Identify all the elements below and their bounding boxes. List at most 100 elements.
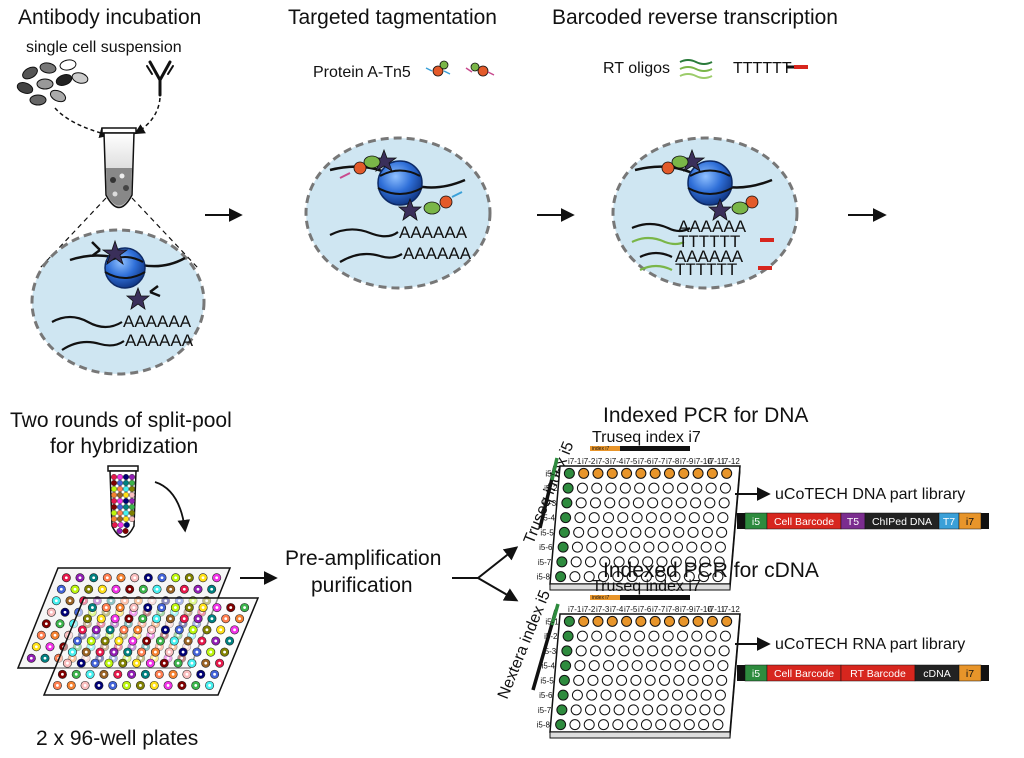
step3-title: Barcoded reverse transcription (552, 6, 838, 29)
well (630, 674, 642, 686)
well (599, 556, 611, 568)
well (663, 467, 675, 479)
well (657, 541, 669, 553)
well (714, 541, 726, 553)
row-label: i5-2 (544, 632, 558, 641)
cell-3: AAAAAA TTTTTT AAAAAA TTTTTT (611, 136, 799, 290)
well (703, 512, 715, 524)
index-i7-bar-2: index i7 (590, 595, 690, 601)
library-segment: i5 (744, 512, 768, 530)
well (600, 541, 612, 553)
column-label: i7-8 (666, 605, 680, 614)
well (583, 571, 595, 583)
well (560, 660, 572, 672)
split-pool-title-2: for hybridization (50, 435, 198, 458)
well (619, 482, 631, 494)
well (588, 512, 600, 524)
well (617, 512, 629, 524)
well (677, 482, 689, 494)
well (661, 497, 673, 509)
svg-text:T5: T5 (847, 516, 859, 528)
well (589, 497, 601, 509)
well (712, 719, 724, 731)
index-i7-tag: index i7 (592, 595, 609, 601)
row-label: i5-7 (538, 558, 552, 567)
column-label: i7-9 (680, 457, 694, 466)
row-label: i5-8 (537, 573, 551, 582)
column-label: i7-12 (722, 605, 740, 614)
well (649, 615, 661, 627)
well (647, 645, 659, 657)
svg-text:i7: i7 (966, 516, 974, 528)
svg-text:ChIPed DNA: ChIPed DNA (872, 516, 932, 528)
row-label: i5-3 (543, 499, 557, 508)
row-label: i5-1 (545, 469, 559, 478)
well (686, 541, 698, 553)
well (575, 497, 587, 509)
well (575, 645, 587, 657)
column-label: i7-11 (708, 605, 726, 614)
library-segment: cDNA (914, 664, 960, 682)
well (613, 704, 625, 716)
well (591, 482, 603, 494)
well (648, 482, 660, 494)
well (604, 645, 616, 657)
polyA-label: AAAAAA (678, 217, 747, 236)
well (583, 719, 595, 731)
well (587, 526, 599, 538)
well (571, 541, 583, 553)
column-label: i7-1 (568, 457, 582, 466)
well (714, 689, 726, 701)
well (642, 704, 654, 716)
well (712, 571, 724, 583)
antibody-icon (146, 60, 174, 97)
cell-suspension-icon (16, 59, 89, 106)
well (556, 704, 568, 716)
well (640, 571, 652, 583)
column-label: i7-8 (666, 457, 680, 466)
dna-pcr-title: Indexed PCR for DNA (603, 404, 808, 427)
well (662, 630, 674, 642)
well (621, 615, 633, 627)
well (706, 615, 718, 627)
well (576, 630, 588, 642)
svg-text:T7: T7 (943, 516, 955, 528)
well (586, 689, 598, 701)
well (670, 556, 682, 568)
truseq-i7-label: Truseq index i7 (592, 429, 701, 446)
polyA-label: AAAAAA (125, 331, 194, 350)
well (605, 630, 617, 642)
well (627, 556, 639, 568)
well (561, 497, 573, 509)
library-segment: T7 (938, 512, 960, 530)
svg-text:i7: i7 (966, 668, 974, 680)
well (678, 615, 690, 627)
column-label: i7-5 (624, 605, 638, 614)
index-i7-bar: index i7 (590, 446, 690, 452)
well (688, 512, 700, 524)
column-label: i7-11 (708, 457, 726, 466)
well (555, 719, 567, 731)
well (640, 719, 652, 731)
well (658, 526, 670, 538)
well (678, 467, 690, 479)
well (576, 482, 588, 494)
library-segment: RT Barcode (840, 664, 916, 682)
library-segment: T5 (840, 512, 866, 530)
well (616, 674, 628, 686)
column-label: i7-9 (680, 605, 694, 614)
well (690, 645, 702, 657)
row-label: i5-4 (542, 662, 556, 671)
well (701, 674, 713, 686)
well (635, 615, 647, 627)
well (618, 497, 630, 509)
svg-text:Cell Barcode: Cell Barcode (774, 516, 834, 528)
well (626, 719, 638, 731)
cell-2: AAAAAA AAAAAA (304, 136, 492, 290)
step2-title: Targeted tagmentation (288, 6, 497, 29)
pooled-tube-icon (107, 465, 139, 538)
preamp-label-2: purification (311, 574, 413, 597)
well (705, 630, 717, 642)
well (619, 630, 631, 642)
well (557, 689, 569, 701)
